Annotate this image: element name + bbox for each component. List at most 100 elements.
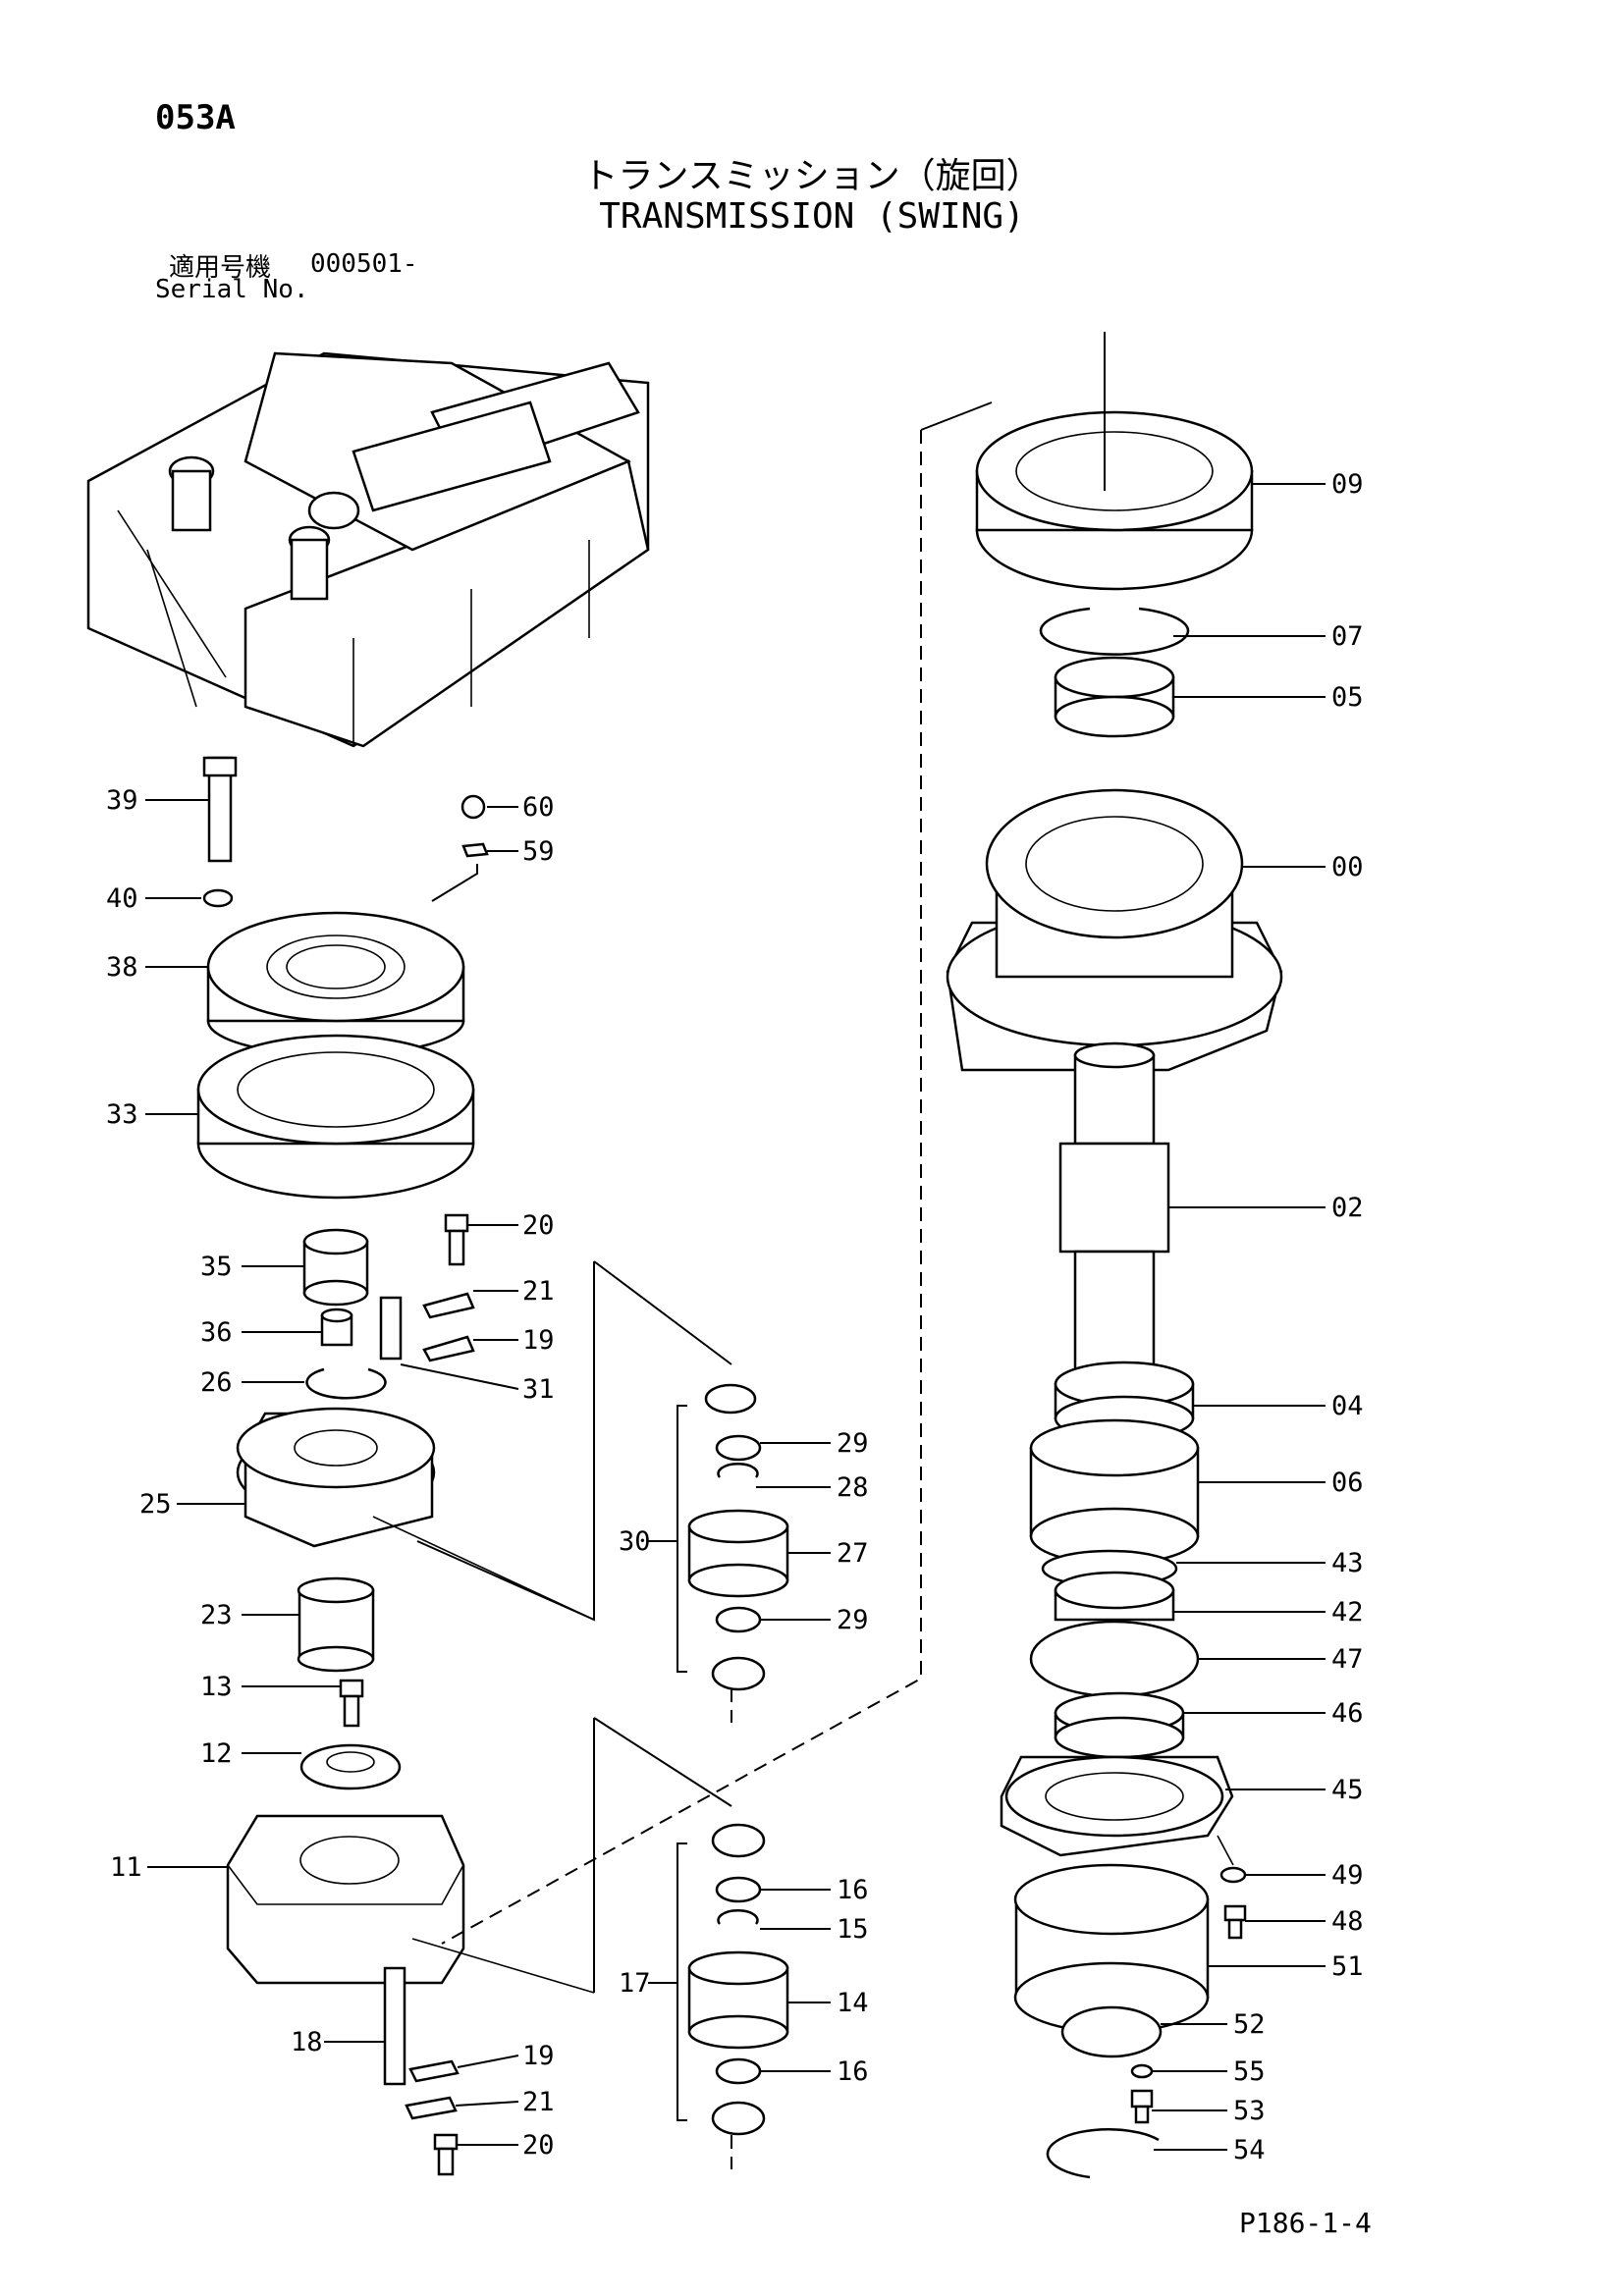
- bolt-53: [1130, 2089, 1154, 2124]
- cover-38: [206, 911, 465, 1057]
- callout-02: 02: [1331, 1193, 1364, 1223]
- snap-ring-07: [1039, 607, 1190, 656]
- callout-29-lower: 29: [837, 1605, 869, 1635]
- assembly-guide-lines: [372, 332, 1234, 2169]
- bearing-race-42: [1054, 1571, 1175, 1622]
- callout-20-lower: 20: [522, 2130, 555, 2161]
- callout-35: 35: [200, 1252, 233, 1282]
- callout-17: 17: [619, 1968, 651, 1999]
- callout-49: 49: [1331, 1860, 1364, 1891]
- callout-05: 05: [1331, 682, 1364, 713]
- callout-45: 45: [1331, 1775, 1364, 1805]
- page-reference: P186-1-4: [1239, 2207, 1372, 2239]
- callout-21-upper: 21: [522, 1276, 555, 1307]
- washer-55: [1130, 2063, 1154, 2079]
- housing-00: [946, 788, 1283, 1072]
- pinion-51: [1013, 1863, 1210, 2034]
- callout-23: 23: [200, 1600, 233, 1630]
- callout-18: 18: [291, 2027, 323, 2057]
- carrier-25: [236, 1407, 436, 1548]
- serial-label-japanese: 適用号機: [169, 253, 272, 283]
- seal-47: [1029, 1620, 1200, 1698]
- thrust-plate-12: [299, 1743, 402, 1790]
- callout-55: 55: [1233, 2056, 1266, 2087]
- callout-29-upper: 29: [837, 1428, 869, 1459]
- plate-21-lower: [405, 2096, 458, 2120]
- callout-42: 42: [1331, 1597, 1364, 1628]
- callout-31: 31: [522, 1374, 555, 1405]
- callout-14: 14: [837, 1988, 869, 2018]
- callout-11: 11: [110, 1852, 142, 1883]
- callout-60: 60: [522, 792, 555, 823]
- plate-21-upper: [422, 1292, 475, 1319]
- pin-18: [383, 1966, 406, 2086]
- cover-45: [1000, 1755, 1234, 1857]
- snap-ring-54: [1046, 2127, 1160, 2179]
- callout-30: 30: [619, 1526, 651, 1557]
- sun-gear-23: [297, 1576, 375, 1673]
- left-part-stack: [196, 756, 789, 2176]
- callout-19-lower: 19: [522, 2041, 555, 2071]
- serial-label-english: Serial No.: [155, 275, 309, 304]
- callout-07: 07: [1331, 621, 1364, 652]
- ring-gear-09: [975, 410, 1254, 591]
- washer-40: [202, 888, 234, 908]
- bearing-05: [1054, 656, 1175, 738]
- callout-54: 54: [1233, 2135, 1266, 2165]
- right-part-stack: [946, 410, 1283, 2179]
- drive-shaft-02: [1058, 1041, 1170, 1371]
- callout-09: 09: [1331, 469, 1364, 500]
- title-english: TRANSMISSION (SWING): [599, 196, 1025, 237]
- callout-12: 12: [200, 1738, 233, 1769]
- callout-43: 43: [1331, 1548, 1364, 1578]
- callout-27: 27: [837, 1538, 869, 1569]
- page-code: 053A: [155, 98, 236, 137]
- washer-49: [1219, 1866, 1247, 1884]
- callout-46: 46: [1331, 1698, 1364, 1729]
- screw-60: [460, 794, 486, 820]
- callout-15: 15: [837, 1914, 869, 1945]
- callout-19-upper: 19: [522, 1325, 555, 1356]
- callout-labels: 39 40 38 33 60 59 35 36 26 25 23 13 12 1…: [106, 469, 1364, 2165]
- callout-20-upper: 20: [522, 1210, 555, 1241]
- snap-ring-26: [305, 1367, 387, 1400]
- callout-13: 13: [200, 1672, 233, 1702]
- callout-26: 26: [200, 1367, 233, 1398]
- callout-33: 33: [106, 1099, 138, 1130]
- machine-body-illustration: [86, 351, 650, 748]
- bolt-13: [339, 1679, 364, 1728]
- planet-assembly-30: [687, 1383, 789, 1691]
- bearing-06: [1029, 1418, 1200, 1566]
- carrier-11: [226, 1814, 465, 1985]
- plate-19-upper: [422, 1335, 475, 1362]
- callout-16-lower: 16: [837, 2056, 869, 2087]
- callout-25: 25: [139, 1489, 172, 1520]
- callout-52: 52: [1233, 2009, 1266, 2040]
- callout-00: 00: [1331, 852, 1364, 882]
- pin-31: [379, 1296, 403, 1361]
- plate-19-lower: [408, 2059, 460, 2083]
- collar-36: [320, 1308, 353, 1347]
- serial-number-value: 000501-: [310, 249, 418, 279]
- plate-59: [461, 842, 489, 858]
- callout-38: 38: [106, 952, 138, 983]
- callout-04: 04: [1331, 1391, 1364, 1421]
- callout-40: 40: [106, 883, 138, 914]
- gear-35: [302, 1228, 369, 1307]
- callout-53: 53: [1233, 2096, 1266, 2126]
- title-japanese: トランスミッション（旋回）: [582, 156, 1042, 196]
- ring-gear-33: [196, 1034, 475, 1200]
- planet-assembly-17: [687, 1823, 789, 2136]
- bolt-20-lower: [433, 2133, 459, 2176]
- bolt-20-upper: [444, 1213, 469, 1266]
- callout-51: 51: [1331, 1951, 1364, 1982]
- callout-47: 47: [1331, 1644, 1364, 1675]
- bolt-48: [1223, 1904, 1247, 1940]
- plate-52: [1060, 2005, 1163, 2058]
- callout-48: 48: [1331, 1906, 1364, 1937]
- callout-36: 36: [200, 1317, 233, 1348]
- callout-06: 06: [1331, 1468, 1364, 1498]
- callout-16-upper: 16: [837, 1875, 869, 1905]
- callout-28: 28: [837, 1472, 869, 1503]
